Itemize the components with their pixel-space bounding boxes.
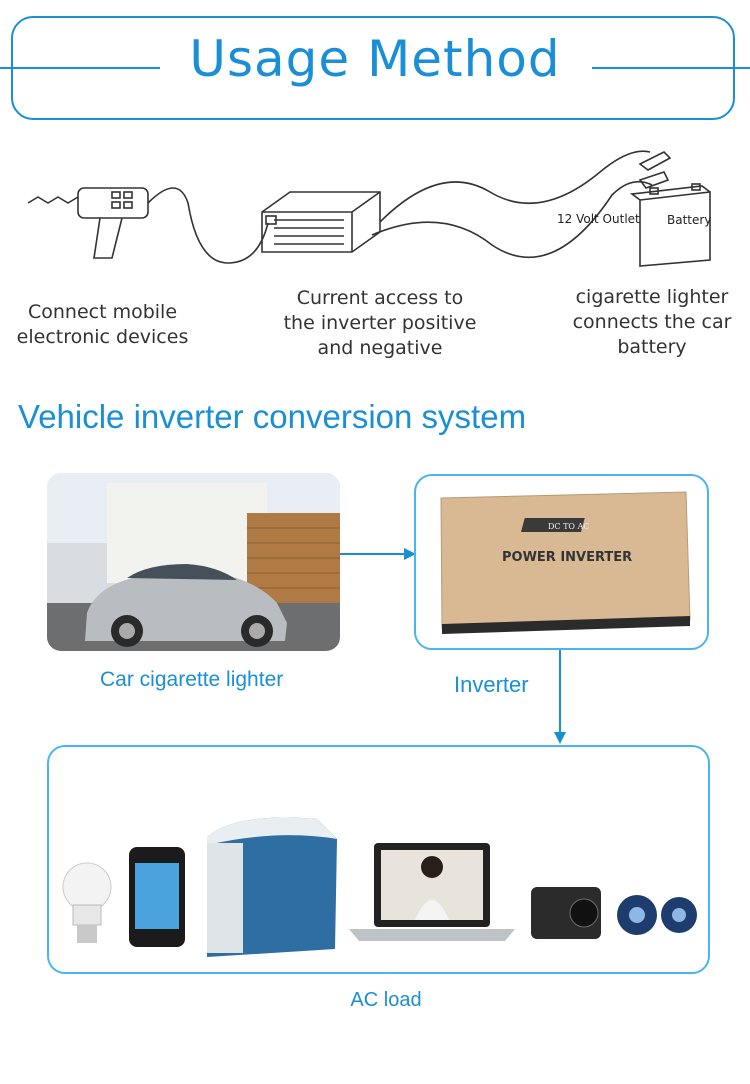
usage-sketch: 12 Volt Outlet Battery [27,150,711,267]
battery-label: Battery [667,213,711,227]
inverter-label: Inverter [454,672,529,697]
svg-text:POWER INVERTER: POWER INVERTER [502,550,632,565]
title-rule-right [592,67,750,69]
arrow-right-icon [340,548,416,560]
dashcam-icon [531,887,601,939]
arrow-down-icon [554,650,566,744]
section-title: Vehicle inverter conversion system [18,398,527,435]
outlet-label: 12 Volt Outlet [557,212,640,226]
step-caption-inverter: Current access to the inverter positive … [283,287,477,359]
title-rule-left [0,67,160,69]
battery-icon [629,183,711,267]
light-bulb-icon [62,862,112,943]
page-title: Usage Method [0,30,750,88]
ac-load-panel [47,745,710,974]
step-caption-devices: Connect mobile electronic devices [16,301,189,348]
smartphone-icon [129,847,185,947]
source-label: Car cigarette lighter [100,668,284,691]
laptop-icon [349,843,515,941]
speakers-icon [617,895,697,935]
car-fridge-icon [207,817,337,957]
inverter-panel: DC TO AC POWER INVERTER [414,474,709,650]
drill-icon [27,187,269,264]
svg-text:DC TO AC: DC TO AC [548,522,589,531]
inverter-box-photo: DC TO AC POWER INVERTER [440,491,691,634]
car-photo [47,473,340,651]
ac-load-label: AC load [350,989,422,1011]
step-caption-battery: cigarette lighter connects the car batte… [572,286,732,358]
inverter-icon [261,191,381,253]
